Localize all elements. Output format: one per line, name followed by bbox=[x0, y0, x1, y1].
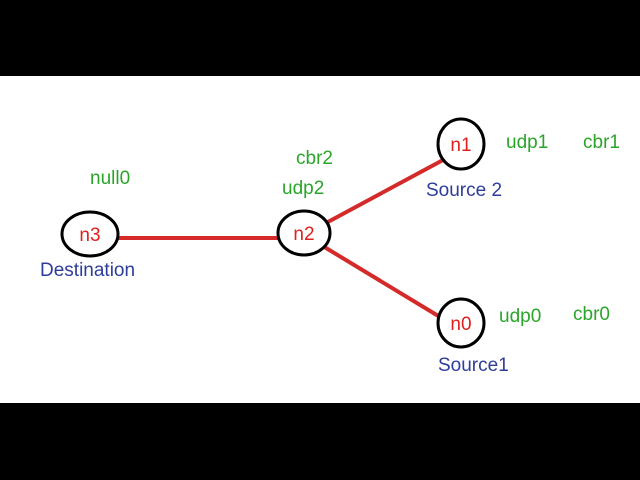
node-n0-label: n0 bbox=[450, 314, 471, 335]
role-label-n3: Destination bbox=[40, 260, 135, 281]
role-label-n1: Source 2 bbox=[426, 180, 502, 201]
agent-label-udp2: udp2 bbox=[282, 178, 324, 199]
link-n2-n0 bbox=[324, 246, 442, 319]
node-n0-circle bbox=[436, 297, 486, 349]
node-n2-label: n2 bbox=[293, 224, 314, 245]
agent-label-null0: null0 bbox=[90, 168, 130, 189]
node-n1: n1 bbox=[436, 117, 486, 171]
network-topology-diagram: n3 n2 n1 n0 Destination Source 2 Source1 bbox=[40, 117, 620, 376]
agent-label-udp1: udp1 bbox=[506, 132, 548, 153]
node-n3-label: n3 bbox=[79, 225, 100, 246]
node-n1-circle bbox=[436, 117, 486, 171]
agent-label-cbr0: cbr0 bbox=[573, 304, 610, 325]
link-n2-n1 bbox=[324, 158, 445, 225]
agent-label-udp0: udp0 bbox=[499, 306, 541, 327]
diagram-canvas: n3 n2 n1 n0 Destination Source 2 Source1 bbox=[0, 76, 640, 403]
role-label-n0: Source1 bbox=[438, 355, 509, 376]
agent-label-cbr1: cbr1 bbox=[583, 132, 620, 153]
node-n3-circle bbox=[60, 210, 120, 258]
node-n2: n2 bbox=[276, 209, 332, 257]
node-n1-label: n1 bbox=[450, 135, 471, 156]
agent-label-cbr2: cbr2 bbox=[296, 148, 333, 169]
node-n2-circle bbox=[276, 209, 332, 257]
node-n3: n3 bbox=[60, 210, 120, 258]
node-n0: n0 bbox=[436, 297, 486, 349]
